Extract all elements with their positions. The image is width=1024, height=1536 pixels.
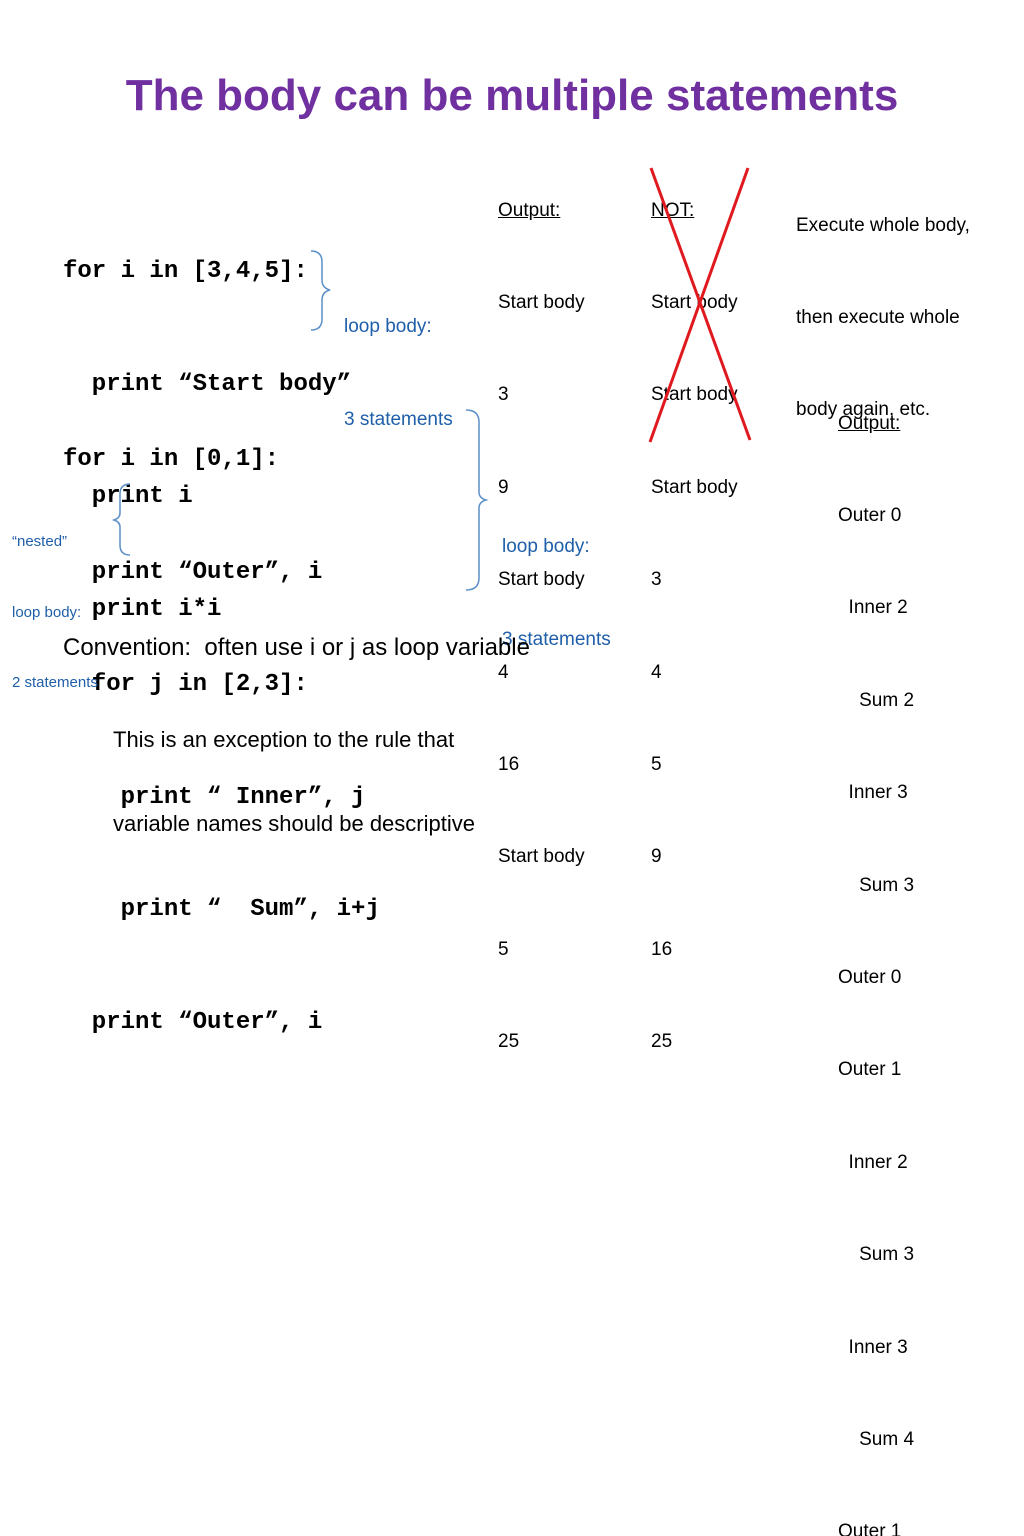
not-output-column: NOT: Start body Start body Start body 3 … bbox=[651, 134, 738, 1089]
output-line: Outer 1 bbox=[838, 1521, 902, 1536]
note-line: loop body: bbox=[344, 316, 432, 337]
loop-body-note-1: loop body: 3 statements bbox=[344, 249, 453, 466]
output-column: Output: Start body 3 9 Start body 4 16 S… bbox=[498, 134, 585, 1089]
not-output-line: 3 bbox=[651, 569, 662, 591]
not-output-line: 9 bbox=[651, 846, 662, 868]
code-line: print “Start body” bbox=[63, 370, 352, 398]
code-line: for j in [2,3]: bbox=[63, 671, 308, 698]
not-output-line: Start body bbox=[651, 476, 738, 498]
not-output-line: Start body bbox=[651, 384, 738, 406]
not-output-line: 4 bbox=[651, 661, 662, 683]
convention-text: Convention: often use i or j as loop var… bbox=[63, 634, 530, 661]
output-header: Output: bbox=[498, 199, 561, 221]
code-line: print “Outer”, i bbox=[63, 1008, 323, 1036]
output-line: Start body bbox=[498, 846, 585, 868]
convention-subline: This is an exception to the rule that bbox=[113, 727, 455, 752]
note-line: loop body: bbox=[502, 536, 590, 557]
nested-output-column: Output: Outer 0 Inner 2 Sum 2 Inner 3 Su… bbox=[838, 347, 914, 1536]
output-line: Inner 3 bbox=[838, 782, 908, 804]
not-header: NOT: bbox=[651, 199, 695, 221]
code-line: print “Outer”, i bbox=[63, 558, 323, 586]
output-line: Sum 4 bbox=[838, 1428, 915, 1450]
loop-body-note-2: loop body: 3 statements bbox=[502, 469, 611, 686]
code-line: print i*i bbox=[63, 595, 222, 623]
code-line: for i in [0,1]: bbox=[63, 446, 280, 473]
output-line: Outer 0 bbox=[838, 504, 902, 526]
slide-title: The body can be multiple statements bbox=[125, 71, 899, 120]
explanation-line: Execute whole body, bbox=[796, 214, 970, 236]
output-line: 5 bbox=[498, 938, 509, 960]
explanation-line: then execute whole bbox=[796, 306, 960, 328]
not-output-line: 16 bbox=[651, 938, 673, 960]
output-line: 25 bbox=[498, 1031, 520, 1053]
output-line: Inner 2 bbox=[838, 597, 908, 619]
convention-subtext: This is an exception to the rule that va… bbox=[113, 670, 475, 866]
output-line: Sum 3 bbox=[838, 1244, 915, 1266]
loop-body-bracket-2 bbox=[465, 409, 489, 591]
explanation-text: Execute whole body, then execute whole b… bbox=[796, 149, 970, 457]
not-output-line: 25 bbox=[651, 1031, 673, 1053]
output-line: Inner 3 bbox=[838, 1336, 908, 1358]
note-line: loop body: bbox=[12, 603, 82, 621]
convention-subline: variable names should be descriptive bbox=[113, 811, 475, 836]
code-line: print “ Sum”, i+j bbox=[63, 896, 380, 923]
explanation-line: body again, etc. bbox=[796, 399, 931, 421]
not-output-line: Start body bbox=[651, 291, 738, 313]
output-line: 16 bbox=[498, 753, 520, 775]
output-line: Outer 1 bbox=[838, 1059, 902, 1081]
output-line: Outer 0 bbox=[838, 966, 902, 988]
output-line: 9 bbox=[498, 476, 509, 498]
code-block-1: for i in [3,4,5]: print “Start body” pri… bbox=[63, 178, 351, 666]
note-line: 3 statements bbox=[344, 409, 453, 430]
output-line: Inner 2 bbox=[838, 1151, 908, 1173]
output-line: Start body bbox=[498, 569, 585, 591]
code-line: for i in [3,4,5]: bbox=[63, 258, 308, 285]
output-line: 4 bbox=[498, 661, 509, 683]
output-line: Sum 3 bbox=[838, 874, 915, 896]
note-line: “nested” bbox=[12, 533, 68, 550]
output-header: Output: bbox=[838, 412, 901, 434]
output-line: Sum 2 bbox=[838, 689, 915, 711]
output-line: Start body bbox=[498, 291, 585, 313]
nested-loop-note: “nested” loop body: 2 statements bbox=[12, 483, 98, 718]
output-line: 3 bbox=[498, 384, 509, 406]
note-line: 3 statements bbox=[502, 629, 611, 650]
not-output-line: 5 bbox=[651, 753, 662, 775]
note-line: 2 statements bbox=[12, 674, 98, 691]
